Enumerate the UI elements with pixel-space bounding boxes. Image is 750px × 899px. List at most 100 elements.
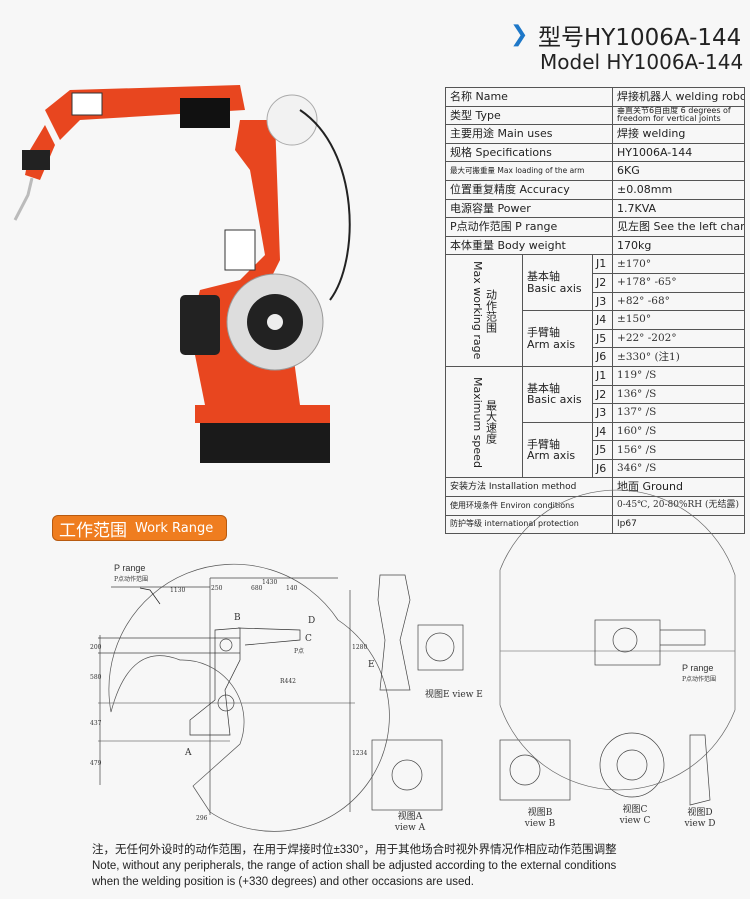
dim-label: 296: [196, 815, 208, 822]
chevron-right-icon: ❯: [510, 22, 529, 47]
dim-label: 580: [90, 674, 102, 681]
joint-value: +22° -202°: [612, 328, 745, 349]
group-cn: 手臂轴: [527, 325, 560, 339]
view-a-label: 视图A view A: [394, 812, 426, 833]
view-letter-a: A: [185, 748, 192, 758]
dim-label: 680: [251, 585, 263, 592]
dim-label: 1234: [352, 750, 368, 757]
dim-label: 479: [90, 760, 102, 767]
joint-value: +82° -68°: [612, 291, 745, 312]
p-range-cn-label-right: P点动作范围: [682, 676, 717, 683]
p-range-label: P range: [114, 563, 146, 573]
group-cn: 手臂轴: [527, 437, 560, 451]
view-letter-c: C: [305, 634, 312, 644]
joint-value: ±170°: [612, 254, 745, 274]
view-letter-d: D: [308, 616, 316, 626]
table-row: J6±330° (注1): [446, 347, 745, 367]
view-letter-b: B: [234, 613, 241, 623]
footnote: 注，无任何外设时的动作范围，在用于焊接时位±330°，用于其他场合时视外界情况作…: [92, 842, 617, 890]
p-point-label: P点: [294, 648, 305, 655]
joint-label: J3: [591, 403, 614, 423]
robot-image: [13, 85, 351, 463]
table-row: J2+178° -65°: [446, 272, 745, 293]
group-en: Arm axis: [527, 449, 576, 463]
work-range-badge: 工作范围 Work Range: [52, 515, 227, 541]
spec-value: 地面 Ground: [612, 477, 745, 498]
joint-label: J3: [591, 291, 614, 312]
view-d-label: 视图D view D: [684, 808, 716, 829]
joint-label: J1: [591, 254, 614, 274]
joint-value: 156° /S: [612, 440, 745, 460]
joint-label: J5: [591, 440, 614, 460]
work-range-en: Work Range: [135, 520, 214, 536]
group-cn: 基本轴: [527, 381, 560, 395]
joint-label: J2: [591, 272, 614, 293]
table-row: J3+82° -68°: [446, 291, 745, 312]
joint-label: J2: [591, 384, 614, 405]
view-drawings: [371, 489, 736, 811]
view-e-label: 视图E view E: [425, 690, 483, 700]
joint-label: J4: [591, 310, 614, 330]
note-cn: 注，无任何外设时的动作范围，在用于焊接时位±330°，用于其他场合时视外界情况作…: [92, 844, 617, 856]
dim-label: 1430: [262, 579, 278, 586]
dim-label: 200: [90, 644, 102, 651]
dim-label: 1280: [352, 644, 368, 651]
joint-value: +178° -65°: [612, 272, 745, 293]
dim-label: 1130: [170, 587, 186, 594]
joint-label: J4: [591, 421, 614, 442]
working-range-en: Max working rage: [471, 261, 484, 360]
joint-value: 119° /S: [612, 365, 745, 386]
table-row: 位置重复精度 Accuracy±0.08mm: [444, 179, 745, 200]
working-range-cn: 动作范围: [484, 288, 498, 333]
p-range-cn-label: P点动作范围: [114, 576, 149, 583]
spec-label: 防护等级 international protection: [444, 514, 614, 535]
work-range-cn: 工作范围: [59, 520, 127, 541]
spec-value: Ip67: [612, 514, 745, 535]
max-speed-en: Maximum speed: [471, 376, 484, 468]
joint-value: 346° /S: [612, 458, 745, 479]
dim-label: 140: [286, 585, 298, 592]
joint-value: ±330° (注1): [612, 347, 745, 367]
joint-label: J1: [591, 365, 614, 386]
group-cn: 基本轴: [527, 270, 560, 284]
table-row: J5+22° -202°: [446, 328, 745, 349]
view-letter-e: E: [368, 660, 375, 670]
joint-label: J5: [591, 328, 614, 349]
joint-value: 136° /S: [612, 384, 745, 405]
dim-label: R442: [280, 678, 296, 685]
joint-label: J6: [591, 458, 614, 479]
joint-value: 137° /S: [612, 403, 745, 423]
group-en: Basic axis: [527, 281, 582, 295]
max-speed-cn: 最大速度: [484, 400, 498, 445]
note-en-line1: Note, without any peripherals, the range…: [92, 860, 617, 872]
joint-label: J6: [591, 347, 614, 367]
dim-label: 250: [211, 585, 223, 592]
view-c-label: 视图C view C: [619, 805, 651, 826]
model-title-en: Model HY1006A-144: [540, 50, 744, 74]
dim-label: 437: [90, 720, 102, 727]
work-range-drawing: [98, 563, 390, 832]
p-range-label-right: P range: [682, 663, 714, 673]
model-title-cn: 型号HY1006A-144: [538, 25, 742, 51]
view-b-label: 视图B view B: [524, 808, 556, 829]
group-en: Basic axis: [527, 393, 582, 407]
group-en: Arm axis: [527, 337, 576, 351]
joint-value: 160° /S: [612, 421, 745, 442]
joint-value: ±150°: [612, 310, 745, 330]
note-en-line2: when the welding position is (+330 degre…: [92, 876, 474, 888]
